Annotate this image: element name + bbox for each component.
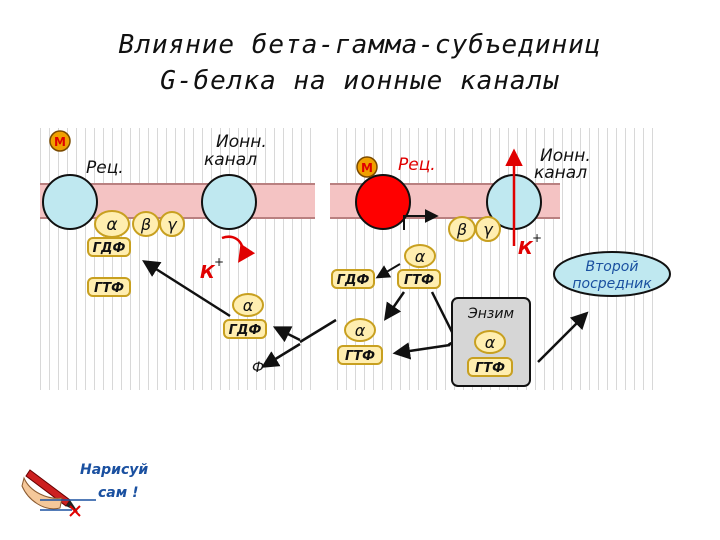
svg-text:β: β [140, 215, 151, 234]
enzyme-label: Энзим [467, 306, 514, 322]
arrow-to-second-messenger [537, 311, 589, 363]
left-channel-label-1: Ионн. [216, 132, 267, 152]
svg-text:ГТФ: ГТФ [404, 273, 434, 288]
left-receptor [42, 174, 98, 230]
left-ion-channel [201, 174, 257, 230]
left-beta-subunit: β [132, 211, 160, 237]
right-potassium-ion: К + [518, 231, 542, 259]
right-receptor-active [355, 174, 411, 230]
enzyme-alpha: α [474, 330, 506, 354]
svg-text:α: α [106, 215, 117, 235]
left-potassium-ion: К + [200, 255, 224, 283]
arrow-to-alpha-gdp [272, 326, 301, 343]
arrow-from-enzyme [392, 342, 451, 360]
svg-text:+: + [532, 231, 542, 245]
left-gdp-released: ГДФ [223, 319, 267, 339]
svg-text:М: М [54, 135, 66, 149]
right-gdp-box: ГДФ [331, 269, 375, 289]
draw-yourself-line1: Нарисуй [80, 462, 148, 478]
second-messenger-ellipse: Второй посредник [553, 251, 671, 297]
arrow-to-alpha-lower [384, 291, 406, 321]
left-channel-label-2: канал [204, 150, 258, 170]
enzyme-gtp: ГТФ [467, 357, 513, 377]
left-gdp-box: ГДФ [87, 237, 131, 257]
right-beta-subunit: β [448, 216, 476, 242]
arrow-to-phosphate [261, 342, 301, 368]
svg-text:α: α [485, 333, 496, 352]
right-receptor-label: Рец. [398, 155, 436, 175]
title-line-2: G-белка на ионные каналы [160, 66, 560, 96]
svg-text:посредник: посредник [572, 276, 652, 292]
right-channel-label-2: канал [534, 163, 588, 183]
right-gamma-subunit: γ [475, 216, 501, 242]
left-k-flux-arrow [221, 235, 256, 263]
svg-text:М: М [361, 161, 373, 175]
arrow-to-gdp-left [142, 260, 231, 318]
left-alpha-released: α [232, 293, 264, 317]
svg-text:ГДФ: ГДФ [229, 323, 262, 338]
svg-text:К: К [200, 262, 216, 283]
right-gtp-box: ГТФ [397, 269, 441, 289]
arrow-stem-hydrolysis [299, 318, 337, 344]
right-alpha-lower: α [344, 318, 376, 342]
svg-text:α: α [415, 247, 426, 266]
left-receptor-label: Рец. [86, 158, 124, 178]
svg-text:γ: γ [483, 220, 494, 239]
svg-text:ГДФ: ГДФ [93, 241, 126, 256]
svg-text:К: К [518, 238, 534, 259]
left-gtp-box: ГТФ [87, 277, 131, 297]
svg-text:α: α [355, 321, 366, 340]
arrow-to-beta-gamma [403, 209, 439, 230]
right-gtp-lower: ГТФ [337, 345, 383, 365]
pencil-hand-icon [21, 469, 96, 517]
left-gamma-subunit: γ [159, 211, 185, 237]
left-ligand: М [49, 130, 71, 152]
right-channel-label-1: Ионн. [540, 146, 591, 166]
svg-text:Второй: Второй [586, 259, 639, 275]
svg-text:ГТФ: ГТФ [345, 349, 375, 364]
svg-text:β: β [456, 220, 467, 239]
draw-yourself-line2: сам ! [98, 485, 138, 501]
phosphate-label: Ф [252, 360, 264, 376]
svg-text:ГТФ: ГТФ [94, 281, 124, 296]
left-alpha-subunit: α [94, 210, 130, 238]
arrow-gdp-release [375, 263, 401, 279]
svg-text:γ: γ [167, 215, 178, 234]
svg-text:+: + [214, 255, 224, 269]
right-alpha-active: α [404, 244, 436, 268]
svg-text:ГДФ: ГДФ [337, 273, 370, 288]
svg-text:ГТФ: ГТФ [475, 361, 505, 376]
svg-text:α: α [243, 296, 254, 315]
title-line-1: Влияние бета-гамма-субъединиц [118, 30, 602, 60]
left-panel-background [40, 128, 315, 390]
right-ligand: М [356, 156, 378, 178]
